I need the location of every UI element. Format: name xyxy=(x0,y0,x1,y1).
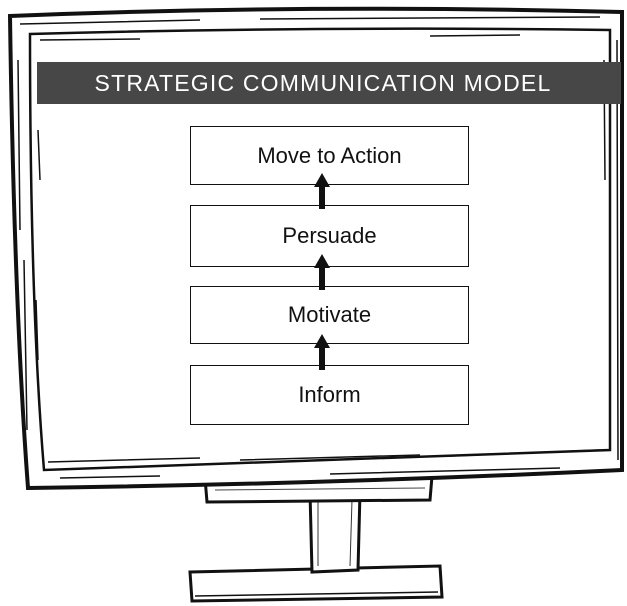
up-arrow-persuade-to-move-to-action xyxy=(314,173,330,209)
step-move-to-action: Move to Action xyxy=(190,126,469,185)
page-title: STRATEGIC COMMUNICATION MODEL xyxy=(37,62,621,104)
step-inform: Inform xyxy=(190,365,469,425)
up-arrow-inform-to-motivate xyxy=(314,334,330,370)
step-motivate: Motivate xyxy=(190,286,469,344)
up-arrow-motivate-to-persuade xyxy=(314,254,330,290)
step-persuade: Persuade xyxy=(190,205,469,267)
